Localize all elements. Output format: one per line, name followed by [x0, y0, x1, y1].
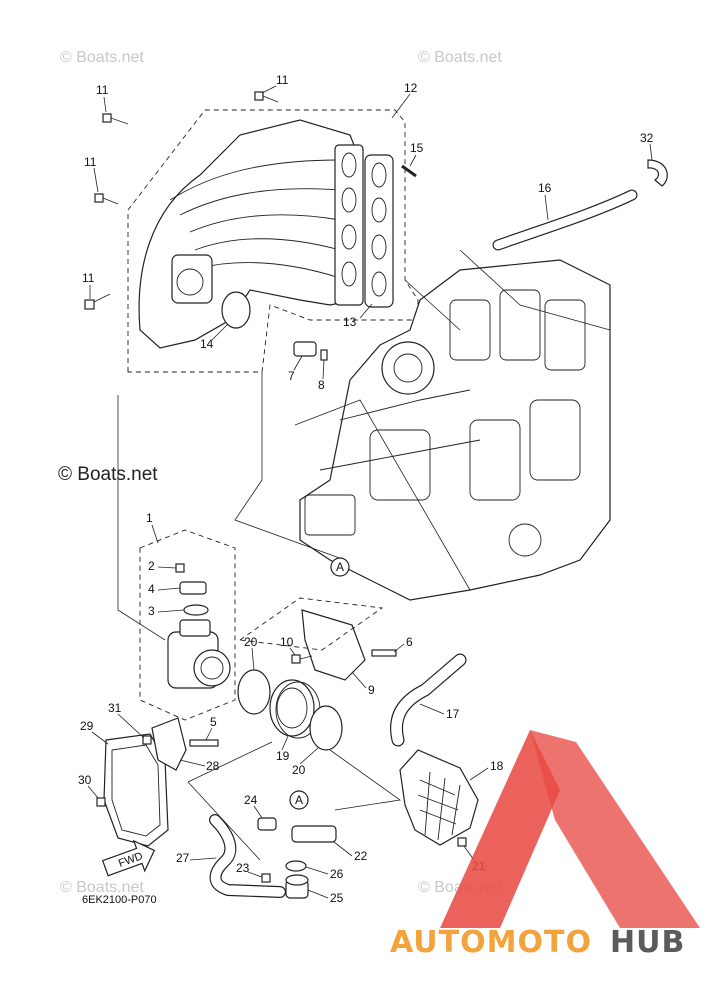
bracket-group-frame [238, 597, 384, 651]
callout-16: 16 [538, 181, 552, 195]
watermark-top-left: © Boats.net [60, 49, 144, 66]
manifold-group-frame [127, 109, 419, 373]
callout-29: 29 [80, 719, 94, 733]
hose-17 [390, 653, 467, 747]
bolt-11-c [94, 193, 119, 205]
callout-10: 10 [280, 635, 294, 649]
callout-17: 17 [446, 707, 460, 721]
bolt-11-d [84, 293, 111, 310]
assembly-line-c [459, 249, 611, 331]
intake-manifold [138, 119, 364, 349]
logo-triangle-inner [520, 850, 590, 928]
callout-13: 13 [343, 315, 357, 329]
callout-28: 28 [206, 759, 220, 773]
throttle-group-frame [139, 529, 236, 721]
assembly-line-e [117, 395, 166, 641]
watermark-main: © Boats.net [58, 464, 158, 485]
bolt-5 [189, 739, 219, 747]
callout-9: 9 [368, 683, 375, 697]
screw-31 [142, 735, 152, 745]
screw-23 [261, 873, 271, 883]
assembly-line-g [329, 749, 402, 811]
callout-2: 2 [148, 559, 155, 573]
o-ring-14 [221, 291, 251, 329]
cover-29 [103, 733, 169, 847]
callout-11-b: 11 [276, 73, 289, 87]
callout-26: 26 [330, 867, 344, 881]
callout-11-a: 11 [96, 83, 109, 97]
callout-20-b: 20 [292, 763, 306, 777]
callout-31: 31 [108, 701, 122, 715]
ring-20-b [309, 705, 343, 751]
automotohub-logo: AUTOMOTO HUB [390, 730, 700, 960]
sensor-4 [179, 581, 207, 595]
callout-8: 8 [318, 378, 325, 392]
bolt-11-b [254, 91, 279, 103]
callout-25: 25 [330, 891, 344, 905]
callout-18: 18 [490, 759, 504, 773]
sensor-7 [293, 341, 317, 357]
o-ring-26 [285, 860, 307, 872]
watermark-bottom-left: © Boats.net [60, 879, 144, 896]
screw-8 [320, 349, 328, 361]
watermark-top-right: © Boats.net [418, 49, 502, 66]
callout-22: 22 [354, 849, 368, 863]
logo-triangle-right [530, 730, 700, 928]
callout-6: 6 [406, 635, 413, 649]
callout-11-c: 11 [84, 155, 97, 169]
callout-7: 7 [288, 369, 295, 383]
reference-a-upper: A [330, 557, 350, 577]
hose-27 [209, 814, 286, 898]
callout-1: 1 [146, 511, 153, 525]
assembly-line-d [294, 399, 471, 591]
assembly-line-b [404, 279, 461, 331]
fwd-arrow-icon: FWD [101, 839, 156, 877]
throttle-body [167, 619, 231, 689]
assembly-line-a [234, 372, 346, 561]
callout-12: 12 [404, 81, 418, 95]
callout-14: 14 [200, 337, 214, 351]
screw-21 [457, 837, 467, 847]
callout-4: 4 [148, 582, 155, 596]
bolt-10 [291, 654, 301, 664]
callout-20-a: 20 [244, 635, 258, 649]
callout-3: 3 [148, 604, 155, 618]
manifold-gasket [364, 154, 394, 308]
engine-block [299, 259, 611, 601]
callout-11-d: 11 [82, 271, 95, 285]
coupler-19 [269, 679, 321, 739]
reference-a-upper-label: A [336, 560, 344, 574]
callout-32: 32 [640, 131, 654, 145]
callout-30: 30 [78, 773, 92, 787]
part-24 [257, 817, 277, 831]
logo-text-automoto: AUTOMOTO [390, 925, 592, 960]
ring-20-a [237, 669, 271, 715]
callout-15: 15 [410, 141, 424, 155]
screw-2 [175, 563, 185, 573]
bolt-6 [371, 649, 397, 657]
reference-a-lower-label: A [295, 793, 303, 807]
hose-16 [492, 189, 638, 251]
bolt-11-a [102, 113, 129, 125]
diagram-code: 6EK2100-P070 [82, 894, 157, 906]
callout-27: 27 [176, 851, 190, 865]
callout-19: 19 [276, 749, 290, 763]
logo-text-hub: HUB [610, 925, 685, 960]
callout-23: 23 [236, 861, 250, 875]
intake-silencer-18 [399, 749, 479, 846]
logo-triangle-left [440, 730, 560, 928]
clamp-32 [647, 159, 668, 187]
callout-5: 5 [210, 715, 217, 729]
fitting-25 [285, 874, 309, 899]
o-ring-3 [183, 604, 209, 616]
bracket-9 [301, 609, 366, 681]
reference-a-lower: A [289, 790, 309, 810]
callout-24: 24 [244, 793, 258, 807]
bolt-30 [96, 797, 106, 807]
valve-22 [291, 825, 337, 843]
pin-15 [401, 164, 417, 178]
